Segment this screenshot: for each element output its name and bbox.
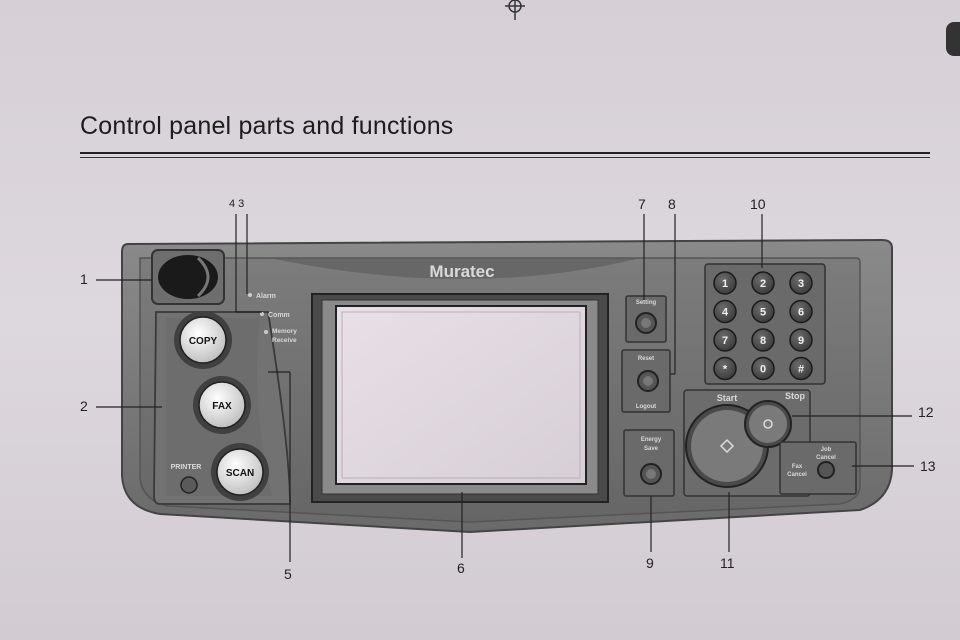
keypad-key-7: 7 <box>713 328 737 352</box>
stop-label: Stop <box>785 391 805 401</box>
keypad-key-label: 4 <box>722 307 729 319</box>
keypad-key-4: 4 <box>713 299 737 324</box>
keypad-key-6: 6 <box>789 299 813 324</box>
callout-13: 13 <box>920 458 936 474</box>
keypad-key-0: 0 <box>751 356 775 381</box>
energy-save-frame <box>623 429 675 497</box>
keypad-key-label: 8 <box>760 335 766 347</box>
comm-led <box>260 312 264 316</box>
scan-button-graphic: SCAN <box>211 443 269 501</box>
logout-label: Logout <box>636 404 656 410</box>
callout-10: 10 <box>750 196 766 212</box>
job-label: Job <box>821 447 832 453</box>
scan-button-label: SCAN <box>226 468 254 479</box>
keypad-key-label: 7 <box>722 335 728 347</box>
keypad-key-label: # <box>798 364 804 376</box>
job-cancel-label: Cancel <box>816 455 836 461</box>
numeric-keypad: 1 2 3 4 5 6 7 8 9 * 0 # <box>713 271 813 381</box>
keypad-key-label: 6 <box>798 307 804 319</box>
save-label: Save <box>644 446 659 452</box>
title-rule <box>80 152 930 154</box>
touch-screen <box>335 305 587 485</box>
callout-12: 12 <box>918 404 934 420</box>
keypad-key-label: 2 <box>760 278 766 290</box>
keypad-key-label: * <box>723 364 728 376</box>
keypad-key-5: 5 <box>751 299 775 324</box>
brand-logo: Muratec <box>429 262 494 281</box>
receive-label: Receive <box>272 337 297 344</box>
comm-label: Comm <box>268 312 290 319</box>
start-diamond-icon <box>719 438 735 454</box>
keypad-key-3: 3 <box>789 271 813 295</box>
memory-label: Memory <box>272 328 297 335</box>
callout-9: 9 <box>646 555 654 571</box>
callout-6: 6 <box>457 560 465 576</box>
keypad-key-9: 9 <box>789 328 813 352</box>
fax-button-graphic: FAX <box>193 376 251 434</box>
fax-cancel-label: Cancel <box>787 472 807 478</box>
memory-receive-led <box>264 330 268 334</box>
alarm-led <box>248 293 252 297</box>
cancel-button-graphic <box>817 461 835 479</box>
keypad-key-label: 0 <box>760 364 766 376</box>
printer-label: PRINTER <box>171 464 202 471</box>
keypad-key-label: 9 <box>798 335 804 347</box>
registration-mark-icon <box>505 0 525 20</box>
stop-circle-icon <box>763 419 773 429</box>
callout-2: 2 <box>80 398 88 414</box>
copy-button-label: COPY <box>189 336 218 347</box>
keypad-key-1: 1 <box>713 271 737 295</box>
reset-label: Reset <box>638 356 654 362</box>
callout-11: 11 <box>720 555 735 571</box>
printer-button-graphic <box>180 476 198 494</box>
keypad-key-star: * <box>713 356 737 381</box>
energy-label: Energy <box>641 437 662 443</box>
page-title: Control panel parts and functions <box>80 112 454 140</box>
copy-button-graphic: COPY <box>174 311 232 369</box>
leader-lines <box>96 214 914 562</box>
keypad-key-hash: # <box>789 356 813 381</box>
keypad-key-label: 3 <box>798 278 804 290</box>
keypad-key-2: 2 <box>751 271 775 295</box>
fax-label: Fax <box>792 464 803 470</box>
callout-5: 5 <box>284 566 292 582</box>
keypad-key-label: 5 <box>760 307 766 319</box>
setting-label: Setting <box>636 300 657 306</box>
callout-1: 1 <box>80 271 88 287</box>
fax-button-label: FAX <box>212 401 232 412</box>
keypad-key-8: 8 <box>751 328 775 352</box>
keypad-frame <box>704 263 826 385</box>
keypad-key-label: 1 <box>722 278 728 290</box>
callout-8: 8 <box>668 196 676 212</box>
callout-7: 7 <box>638 196 646 212</box>
page-corner-tab <box>946 22 960 56</box>
title-rule-thin <box>80 157 930 158</box>
callout-4-3: 4 3 <box>229 198 245 210</box>
alarm-label: Alarm <box>256 293 276 300</box>
start-label: Start <box>717 393 738 403</box>
